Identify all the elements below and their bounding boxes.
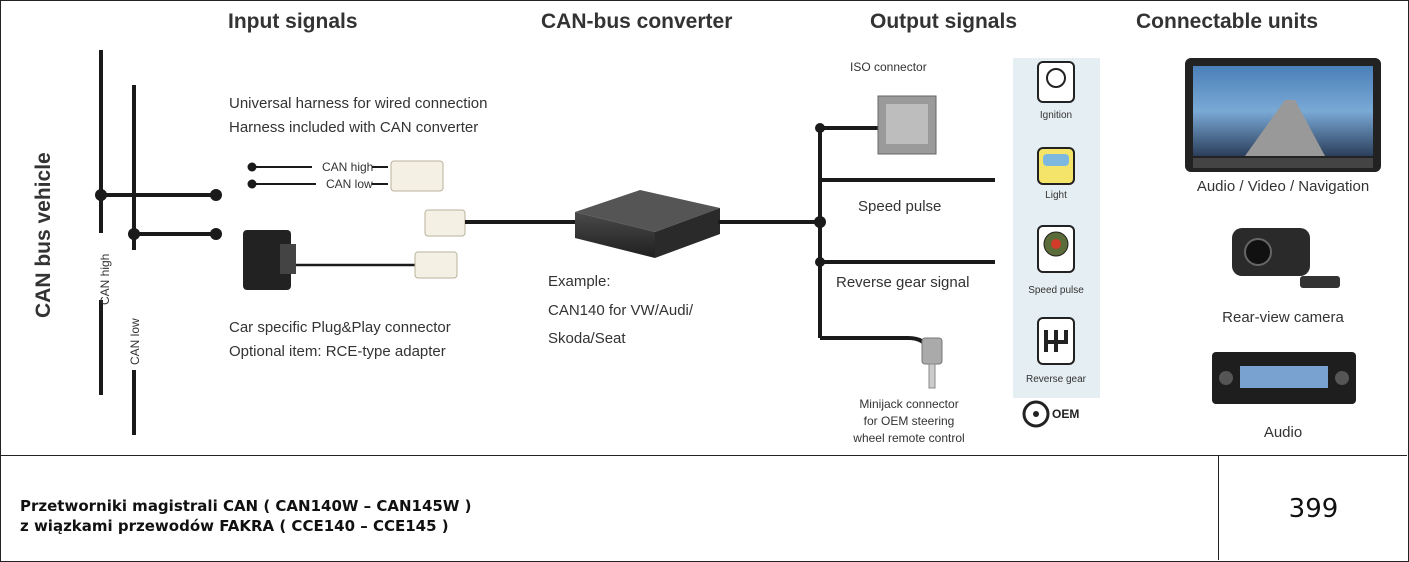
converter-example-line3: Skoda/Seat (548, 330, 626, 347)
speed-pulse-icon-label: Speed pulse (1028, 285, 1084, 296)
plug-and-play-line1: Car specific Plug&Play connector (229, 319, 451, 336)
product-description: Przetworniki magistrali CAN ( CAN140W – … (20, 496, 1200, 536)
description-line1: Przetworniki magistrali CAN ( CAN140W – … (20, 497, 472, 515)
plug-and-play-line2: Optional item: RCE-type adapter (229, 343, 446, 360)
junction-dot (210, 189, 222, 201)
plug-white-connector-image (414, 251, 458, 279)
converter-example-line2: CAN140 for VW/Audi/ (548, 302, 694, 319)
minijack-wire (820, 336, 930, 351)
wire-connector-image (390, 160, 444, 192)
can-bus-diagram: Input signals CAN-bus converter Output s… (0, 10, 1407, 456)
rear-view-camera-label: Rear-view camera (1222, 309, 1344, 326)
plug-and-play-connector-image (243, 230, 291, 290)
minijack-line2: for OEM steering (864, 414, 955, 428)
harness-plug-image (424, 209, 466, 237)
header-connectable-units: Connectable units (1136, 10, 1318, 33)
light-label: Light (1045, 190, 1067, 201)
page-number-cell: 399 (1218, 456, 1408, 560)
ignition-icon (1037, 61, 1075, 103)
reverse-gear-label: Reverse gear signal (836, 274, 969, 291)
iso-connector-label: ISO connector (850, 60, 927, 74)
junction-dot (128, 228, 140, 240)
oem-label: OEM (1052, 407, 1079, 421)
header-input-signals: Input signals (228, 10, 358, 33)
converter-example-line1: Example: (548, 273, 611, 290)
can-low-label: CAN low (128, 318, 142, 365)
universal-harness-line2: Harness included with CAN converter (229, 119, 478, 136)
page-number: 399 (1288, 494, 1339, 524)
converter-box-image (575, 190, 720, 232)
header-output-signals: Output signals (870, 10, 1017, 33)
description-line2: z wiązkami przewodów FAKRA ( CCE140 – CC… (20, 517, 449, 535)
minijack-connector-image (921, 337, 943, 365)
junction-dot (95, 189, 107, 201)
wire-can-high-label: CAN high (322, 160, 373, 174)
av-navigation-label: Audio / Video / Navigation (1197, 178, 1369, 195)
steering-wheel-icon (1022, 400, 1050, 428)
reverse-gear-icon-label: Reverse gear (1026, 374, 1087, 385)
ignition-label: Ignition (1040, 110, 1072, 121)
audio-label: Audio (1264, 424, 1302, 441)
header-can-bus-converter: CAN-bus converter (541, 10, 732, 33)
page-footer: Przetworniki magistrali CAN ( CAN140W – … (0, 456, 1407, 560)
speed-pulse-label: Speed pulse (858, 198, 941, 215)
junction-dot (210, 228, 222, 240)
wire-can-low-label: CAN low (326, 177, 373, 191)
vehicle-label: CAN bus vehicle (32, 152, 55, 318)
minijack-line1: Minijack connector (859, 397, 958, 411)
universal-harness-line1: Universal harness for wired connection (229, 95, 487, 112)
minijack-line3: wheel remote control (852, 431, 964, 445)
can-high-label: CAN high (98, 254, 112, 305)
